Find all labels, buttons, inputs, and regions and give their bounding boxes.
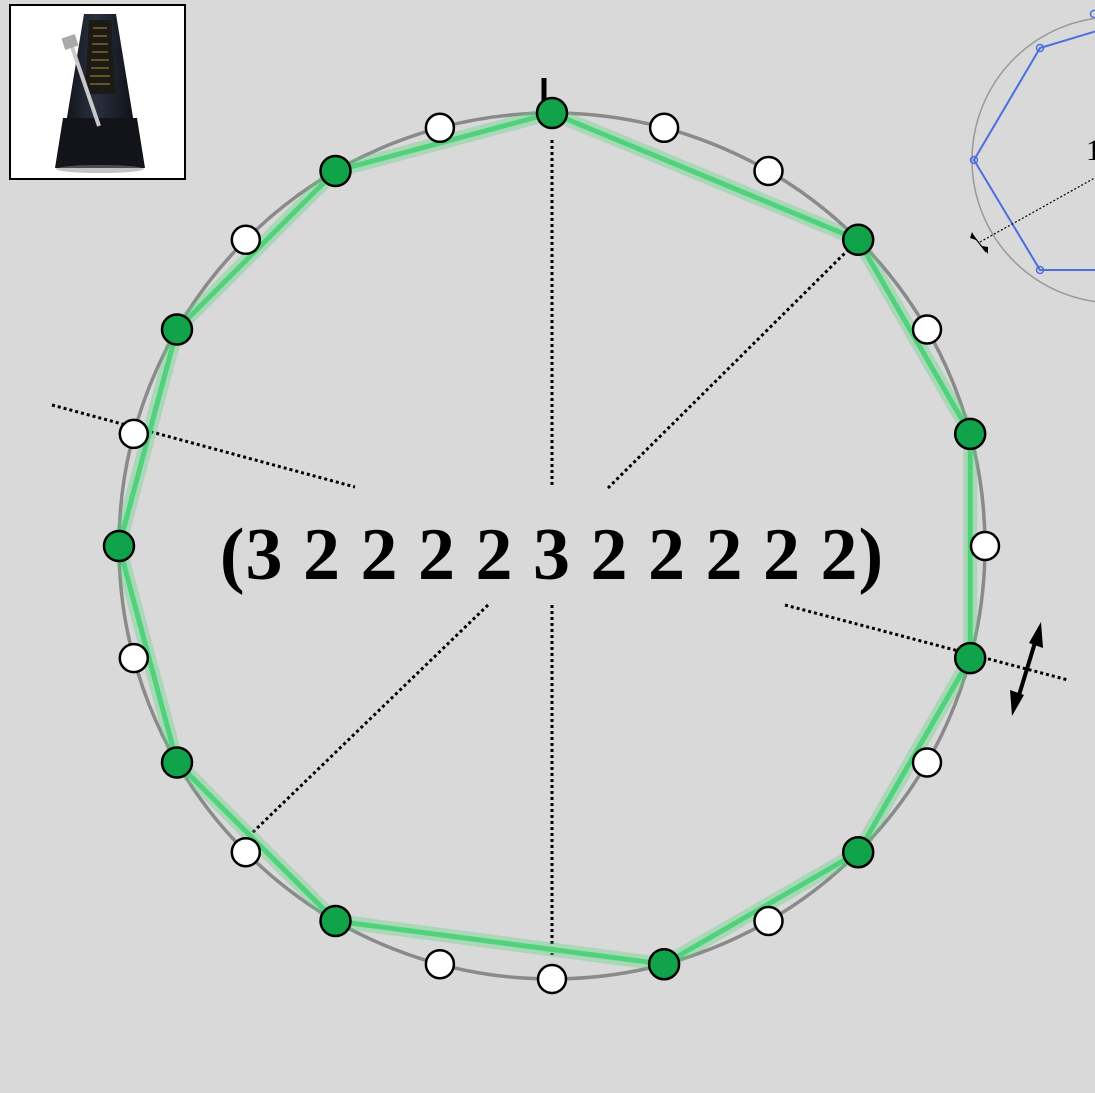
inset-axis-line bbox=[980, 175, 1095, 242]
axis-line bbox=[608, 250, 848, 488]
inset-vertex bbox=[1091, 11, 1095, 18]
inset-label: 1 bbox=[1086, 134, 1095, 167]
double-arrow-icon bbox=[1010, 622, 1043, 716]
onset-pulse bbox=[843, 837, 873, 867]
inset-arrowhead bbox=[970, 232, 976, 240]
metronome-thumbnail bbox=[9, 4, 186, 180]
rest-pulse bbox=[650, 114, 678, 142]
rest-pulse bbox=[538, 965, 566, 993]
rest-pulse bbox=[426, 114, 454, 142]
onset-pulse bbox=[104, 531, 134, 561]
rest-pulse bbox=[120, 644, 148, 672]
onset-pulse bbox=[162, 748, 192, 778]
inset-polygon-diagram: 1 bbox=[970, 11, 1095, 304]
onset-pulse bbox=[321, 156, 351, 186]
axis-line bbox=[250, 605, 488, 835]
onset-pulse bbox=[843, 225, 873, 255]
onset-pulse bbox=[321, 906, 351, 936]
metronome-icon bbox=[11, 6, 184, 178]
onset-pulse bbox=[955, 643, 985, 673]
rest-pulse bbox=[913, 749, 941, 777]
axis-line bbox=[52, 405, 355, 487]
onset-pulse bbox=[955, 419, 985, 449]
interval-sequence: (3 2 2 2 2 3 2 2 2 2 2) bbox=[160, 515, 944, 595]
onset-pulse bbox=[537, 98, 567, 128]
rest-pulse bbox=[755, 157, 783, 185]
rest-pulse bbox=[971, 532, 999, 560]
inset-arrowhead bbox=[982, 246, 988, 254]
rest-pulse bbox=[913, 316, 941, 344]
rest-pulse bbox=[755, 907, 783, 935]
rest-pulse bbox=[232, 838, 260, 866]
onset-pulse bbox=[162, 315, 192, 345]
rest-pulse bbox=[120, 420, 148, 448]
onset-pulse bbox=[649, 949, 679, 979]
rest-pulse bbox=[426, 950, 454, 978]
rest-pulse bbox=[232, 226, 260, 254]
